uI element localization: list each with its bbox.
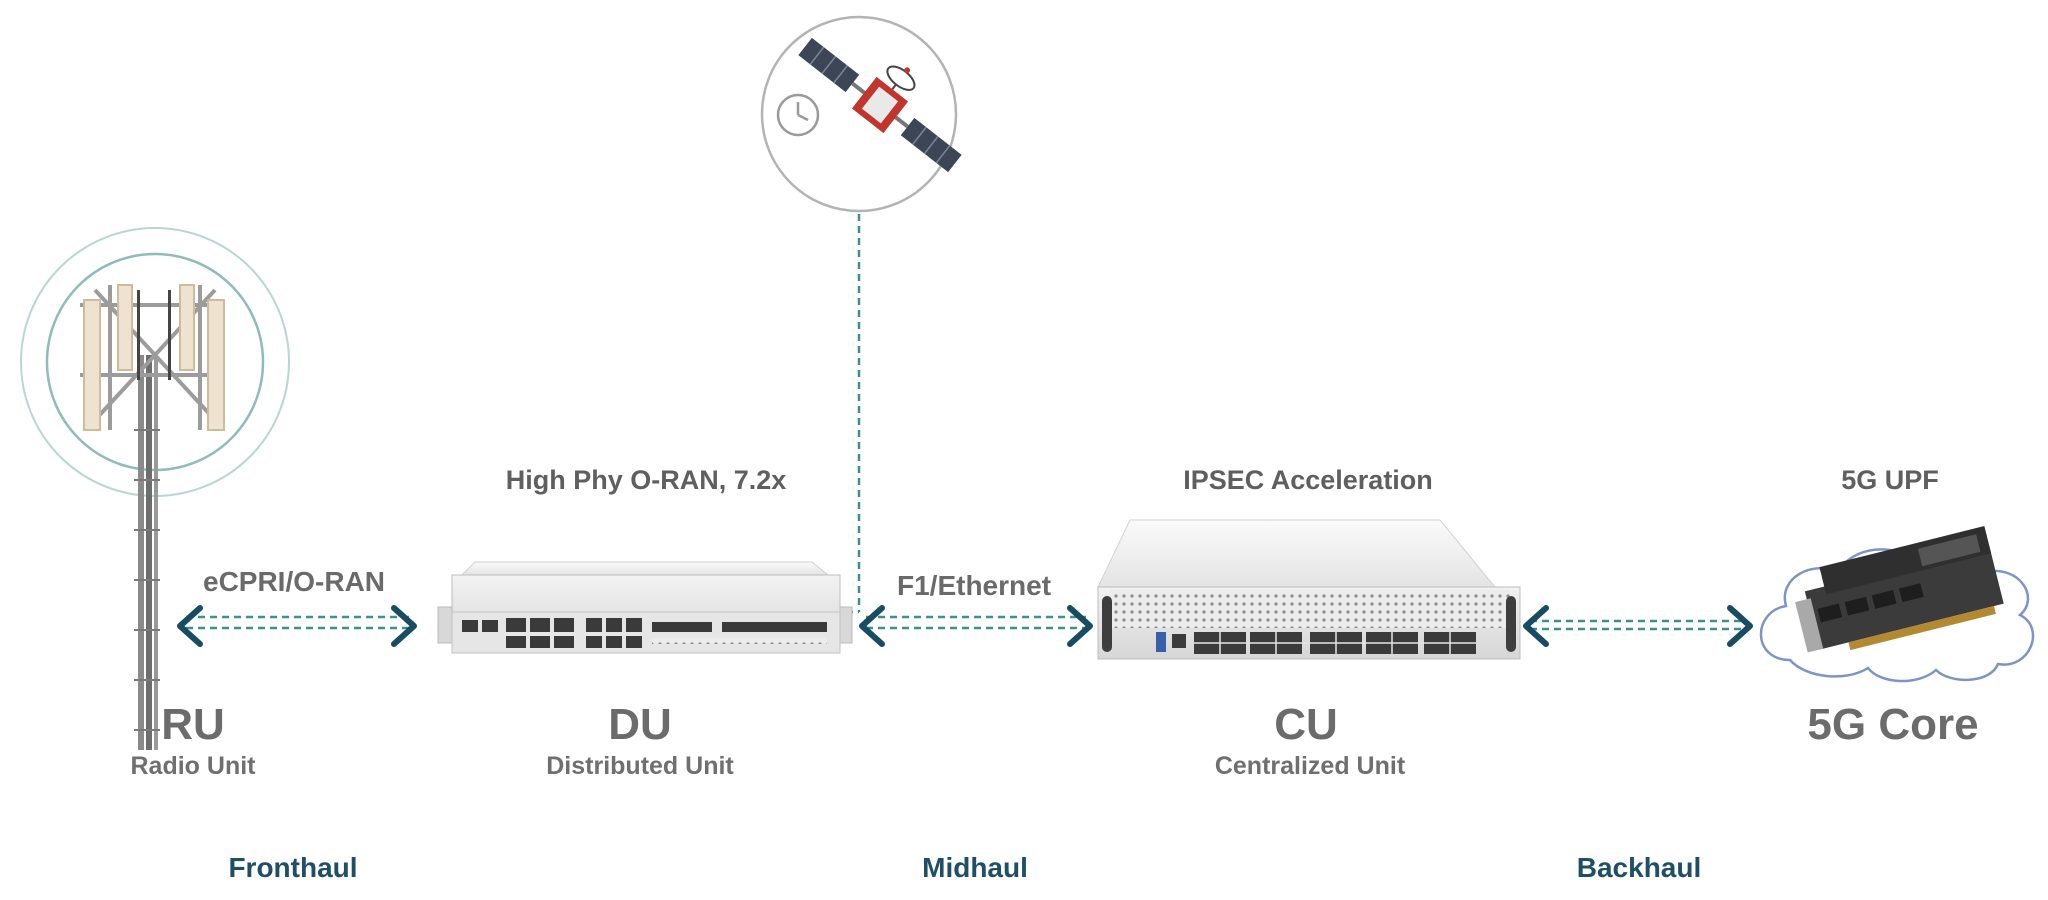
du-feature-label: High Phy O-RAN, 7.2x (505, 465, 787, 495)
fronthaul-left-chevron (177, 605, 203, 647)
fronthaul-right-chevron (391, 605, 417, 647)
midhaul-left-chevron (859, 605, 885, 647)
clock-icon (776, 93, 820, 137)
timing-source-group (760, 15, 962, 213)
cu-feature-label: IPSEC Acceleration (1183, 465, 1433, 495)
midhaul-right-chevron (1067, 605, 1093, 647)
backhaul-right-chevron (1727, 605, 1753, 647)
du-abbr-label: DU (608, 700, 672, 749)
ru-name-label: Radio Unit (130, 752, 256, 780)
nic-card-cloud-icon (1759, 526, 2035, 683)
midhaul-protocol-label: F1/Ethernet (896, 570, 1052, 601)
rack-server-1u-icon (437, 561, 853, 654)
cu-abbr-label: CU (1274, 700, 1338, 749)
core-feature-label: 5G UPF (1841, 465, 1939, 495)
link-lines (186, 214, 1746, 631)
backhaul-segment-label: Backhaul (1576, 852, 1702, 883)
cell-tower-icon (20, 227, 290, 750)
rack-server-2u-icon (1097, 519, 1521, 660)
du-name-label: Distributed Unit (546, 752, 734, 780)
fronthaul-segment-label: Fronthaul (228, 852, 358, 883)
core-abbr-label: 5G Core (1807, 700, 1979, 749)
fronthaul-protocol-label: eCPRI/O-RAN (202, 566, 386, 597)
satellite-icon (798, 37, 962, 173)
backhaul-left-chevron (1523, 605, 1549, 647)
link-chevrons (177, 605, 1753, 647)
ru-abbr-label: RU (161, 700, 225, 749)
midhaul-segment-label: Midhaul (922, 852, 1028, 883)
cu-name-label: Centralized Unit (1214, 752, 1406, 780)
